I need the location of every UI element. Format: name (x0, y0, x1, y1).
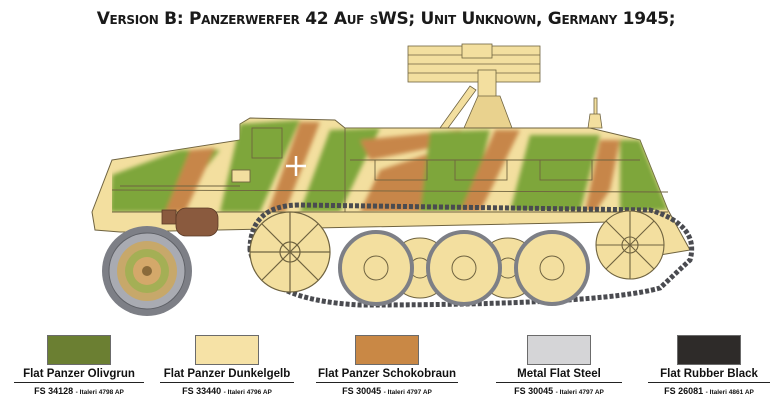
idler-wheel (595, 210, 665, 280)
swatch-name: Metal Flat Steel (496, 368, 622, 383)
color-chip (47, 335, 111, 365)
color-chip (677, 335, 741, 365)
swatch-code: FS 30045 - Italeri 4797 AP (342, 386, 432, 396)
swatch-olivgrun: Flat Panzer Olivgrun FS 34128 - Italeri … (14, 335, 144, 396)
swatch-name: Flat Rubber Black (648, 368, 770, 383)
swatch-name: Flat Panzer Olivgrun (14, 368, 144, 383)
swatch-code: FS 33440 - Italeri 4796 AP (182, 386, 272, 396)
road-wheels (338, 230, 590, 306)
swatch-name: Flat Panzer Dunkelgelb (160, 368, 294, 383)
paint-swatches: Flat Panzer Olivgrun FS 34128 - Italeri … (0, 335, 772, 413)
swatch-code: FS 26081 - Italeri 4861 AP (664, 386, 754, 396)
page-title: Version B: Panzerwerfer 42 Auf sWS; Unit… (96, 9, 676, 29)
swatch-code: FS 30045 - Italeri 4797 AP (514, 386, 604, 396)
swatch-flat-steel: Metal Flat Steel FS 30045 - Italeri 4797… (496, 335, 622, 396)
drive-sprocket (249, 211, 331, 293)
color-chip (355, 335, 419, 365)
color-chip (195, 335, 259, 365)
swatch-name: Flat Panzer Schokobraun (316, 368, 458, 383)
swatch-code: FS 34128 - Italeri 4798 AP (34, 386, 124, 396)
front-wheel (102, 226, 192, 316)
color-chip (527, 335, 591, 365)
rocket-launcher (407, 43, 541, 129)
swatch-schokobraun: Flat Panzer Schokobraun FS 30045 - Itale… (316, 335, 458, 396)
muffler (161, 207, 219, 237)
swatch-rubber-black: Flat Rubber Black FS 26081 - Italeri 486… (648, 335, 770, 396)
balkenkreuz-icon (286, 156, 306, 176)
swatch-dunkelgelb: Flat Panzer Dunkelgelb FS 33440 - Italer… (160, 335, 294, 396)
vehicle-illustration (91, 43, 694, 316)
